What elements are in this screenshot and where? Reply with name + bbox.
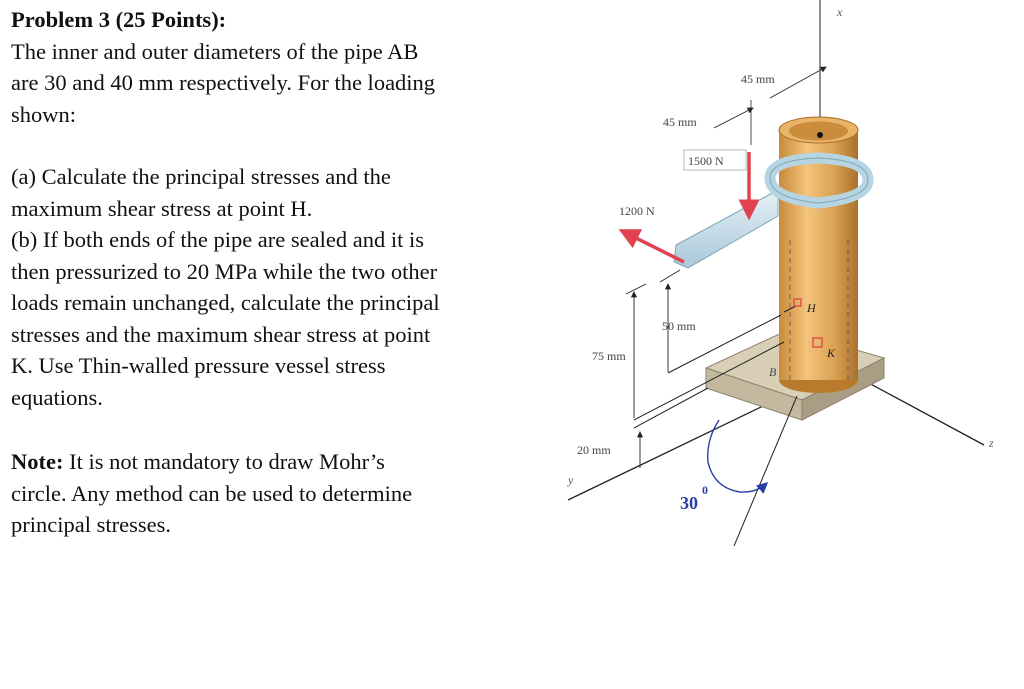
point-k-label: K (826, 346, 836, 360)
part-b-line-3: loads remain unchanged, calculate the pr… (11, 290, 440, 315)
force-1200-label: 1200 N (619, 204, 655, 218)
part-b-line-4: stresses and the maximum shear stress at… (11, 321, 431, 347)
force-1500-box (683, 149, 747, 171)
angle-unit: 0 (702, 483, 708, 497)
point-h-label: H (806, 301, 817, 315)
dim-75-label: 75 mm (592, 349, 626, 363)
y-axis-line (567, 394, 787, 501)
part-a-line-1: (a) Calculate the principal stresses and… (11, 164, 391, 189)
point-k-marker (812, 337, 823, 348)
dim-75-ref-bottom (633, 341, 785, 421)
pipe-diagram: x y z 45 mm (567, 0, 994, 547)
note-text-1: It is not mandatory to draw Mohr’s (63, 449, 385, 474)
inclined-line (733, 395, 798, 547)
part-b-line-1: (b) If both ends of the pipe are sealed … (11, 227, 424, 252)
point-b-label: B (769, 365, 777, 379)
dim-45-mid-label: 45 mm (663, 115, 697, 129)
note-line-2: circle. Any method can be used to determ… (11, 480, 413, 506)
dim-20-label: 20 mm (577, 443, 611, 457)
note-label: Note: (11, 449, 64, 474)
pipe-loading-figure: x y z 45 mm (556, 0, 1024, 560)
problem-statement: Problem 3 (25 Points): The inner and out… (11, 4, 544, 541)
note-line-3: principal stresses. (11, 512, 171, 537)
pipe-center-dot (817, 132, 823, 138)
force-1500-label: 1500 N (688, 154, 724, 168)
intro-line-3: shown: (11, 101, 77, 127)
dim-75-ref-top (625, 283, 647, 295)
dim-50-label: 50 mm (662, 319, 696, 333)
dim-20-ref (633, 387, 709, 429)
intro-line-2: are 30 and 40 mm respectively. For the l… (11, 70, 436, 95)
problem-title: Problem 3 (25 Points): (11, 7, 227, 32)
part-a-line-2: maximum shear stress at point H. (11, 195, 313, 221)
point-h-marker (793, 298, 802, 307)
h-leader-line (783, 305, 797, 313)
dim-45-top-label: 45 mm (741, 72, 775, 86)
intro-line-1: The inner and outer diameters of the pip… (11, 38, 419, 64)
part-b-line-5: K. Use Thin-walled pressure vessel stres… (11, 353, 386, 378)
x-axis-label: x (836, 5, 843, 19)
y-axis-label: y (567, 473, 574, 487)
note-line-1: Note: It is not mandatory to draw Mohr’s (11, 446, 544, 478)
angle-value: 30 (680, 493, 698, 513)
dim-45-top-line (769, 66, 827, 99)
z-axis-label: z (988, 436, 994, 450)
part-b-line-2: then pressurized to 20 MPa while the two… (11, 258, 438, 284)
dim-45-mid-line (713, 107, 754, 129)
part-b-line-6: equations. (11, 384, 103, 410)
dim-50-ref-top (659, 269, 681, 283)
angle-arc (707, 419, 769, 494)
force-1200-arrow (618, 229, 685, 264)
dim-50-ref-bottom (667, 314, 782, 374)
